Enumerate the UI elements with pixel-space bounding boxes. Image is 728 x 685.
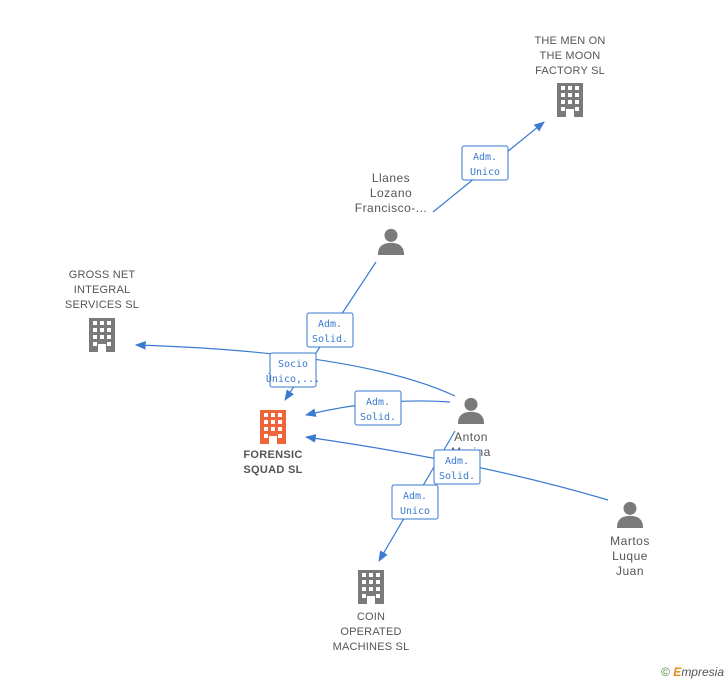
edge-label-martos-to-forensic[interactable]: Adm. Solid. — [433, 449, 481, 485]
edge-label-line: Adm. — [403, 491, 427, 502]
brand-logo-initial: E — [673, 665, 682, 679]
node-label-line: Martos — [610, 534, 650, 548]
edge-label-anton-to-forensic[interactable]: Adm. Solid. — [354, 390, 402, 426]
edge-label-box — [433, 449, 481, 485]
node-label-line: Juan — [616, 564, 644, 578]
edge-label-line: Adm. — [473, 152, 497, 163]
edge-label-line: Solid. — [360, 412, 396, 423]
copyright-symbol: © — [661, 665, 670, 679]
edge-label-line: Único,... — [266, 372, 320, 385]
node-label-line: Llanes — [372, 171, 410, 185]
edge-label-line: Unico — [400, 506, 430, 517]
edge-label-line: Solid. — [439, 471, 475, 482]
node-men-moon[interactable]: THE MEN ON THE MOON FACTORY SL — [534, 35, 605, 117]
node-label-line: SERVICES SL — [65, 299, 139, 311]
node-label-line: FORENSIC — [243, 449, 302, 461]
building-icon — [260, 410, 286, 444]
person-icon — [377, 228, 405, 255]
edge-label-anton-to-gross_net[interactable]: SocioÚnico,... — [266, 352, 320, 388]
node-label-line: OPERATED — [340, 626, 401, 638]
node-label-line: GROSS NET — [69, 269, 136, 281]
node-label-line: Luque — [612, 549, 648, 563]
node-label-line: COIN — [357, 611, 385, 623]
node-label-line: THE MOON — [540, 50, 601, 62]
edge-label-box — [461, 145, 509, 181]
node-coin[interactable]: COIN OPERATED MACHINES SL — [333, 570, 410, 653]
brand-logo-text: mpresia — [681, 665, 724, 679]
edge-label-line: Solid. — [312, 334, 348, 345]
node-label-line: Francisco-... — [355, 201, 428, 215]
person-icon — [457, 397, 485, 424]
edge-label-line: Adm. — [318, 319, 342, 330]
edge-label-line: Adm. — [445, 456, 469, 467]
node-label-line: Lozano — [370, 186, 412, 200]
node-label-line: Anton — [454, 430, 488, 444]
building-icon — [358, 570, 384, 604]
node-label-line: SQUAD SL — [243, 464, 302, 476]
footer-brand: © Empresia — [661, 665, 724, 679]
node-forensic[interactable]: FORENSIC SQUAD SL — [243, 410, 302, 476]
edge-label-anton-to-coin[interactable]: Adm. Unico — [391, 484, 439, 520]
edge-label-box — [391, 484, 439, 520]
edge-label-line: Adm. — [366, 397, 390, 408]
edge-label-box — [306, 312, 354, 348]
edge-label-box — [354, 390, 402, 426]
edge-label-line: Unico — [470, 167, 500, 178]
brand-logo[interactable]: Empresia — [673, 665, 724, 679]
node-label-line: FACTORY SL — [535, 65, 605, 77]
edge-label-box — [269, 352, 317, 388]
edge-label-llanes-to-men_moon[interactable]: Adm. Unico — [461, 145, 509, 181]
edge-label-llanes-to-forensic[interactable]: Adm. Solid. — [306, 312, 354, 348]
building-icon — [89, 318, 115, 352]
node-label-line: MACHINES SL — [333, 641, 410, 653]
building-icon — [557, 83, 583, 117]
edge-anton-to-gross_net — [134, 340, 456, 397]
edge-labels-layer: Adm.UnicoAdm.Solid.SocioÚnico,...Adm.Sol… — [266, 145, 509, 520]
node-llanes[interactable]: LlanesLozanoFrancisco-... — [355, 171, 428, 255]
node-label-line: INTEGRAL — [74, 284, 131, 296]
nodes-layer: THE MEN ON THE MOON FACTORY SL LlanesLozano… — [65, 35, 650, 653]
node-label-line: THE MEN ON — [534, 35, 605, 47]
person-icon — [616, 501, 644, 528]
node-gross-net[interactable]: GROSS NET INTEGRAL SERVICES SL — [65, 269, 139, 352]
edge-label-line: Socio — [278, 359, 308, 370]
